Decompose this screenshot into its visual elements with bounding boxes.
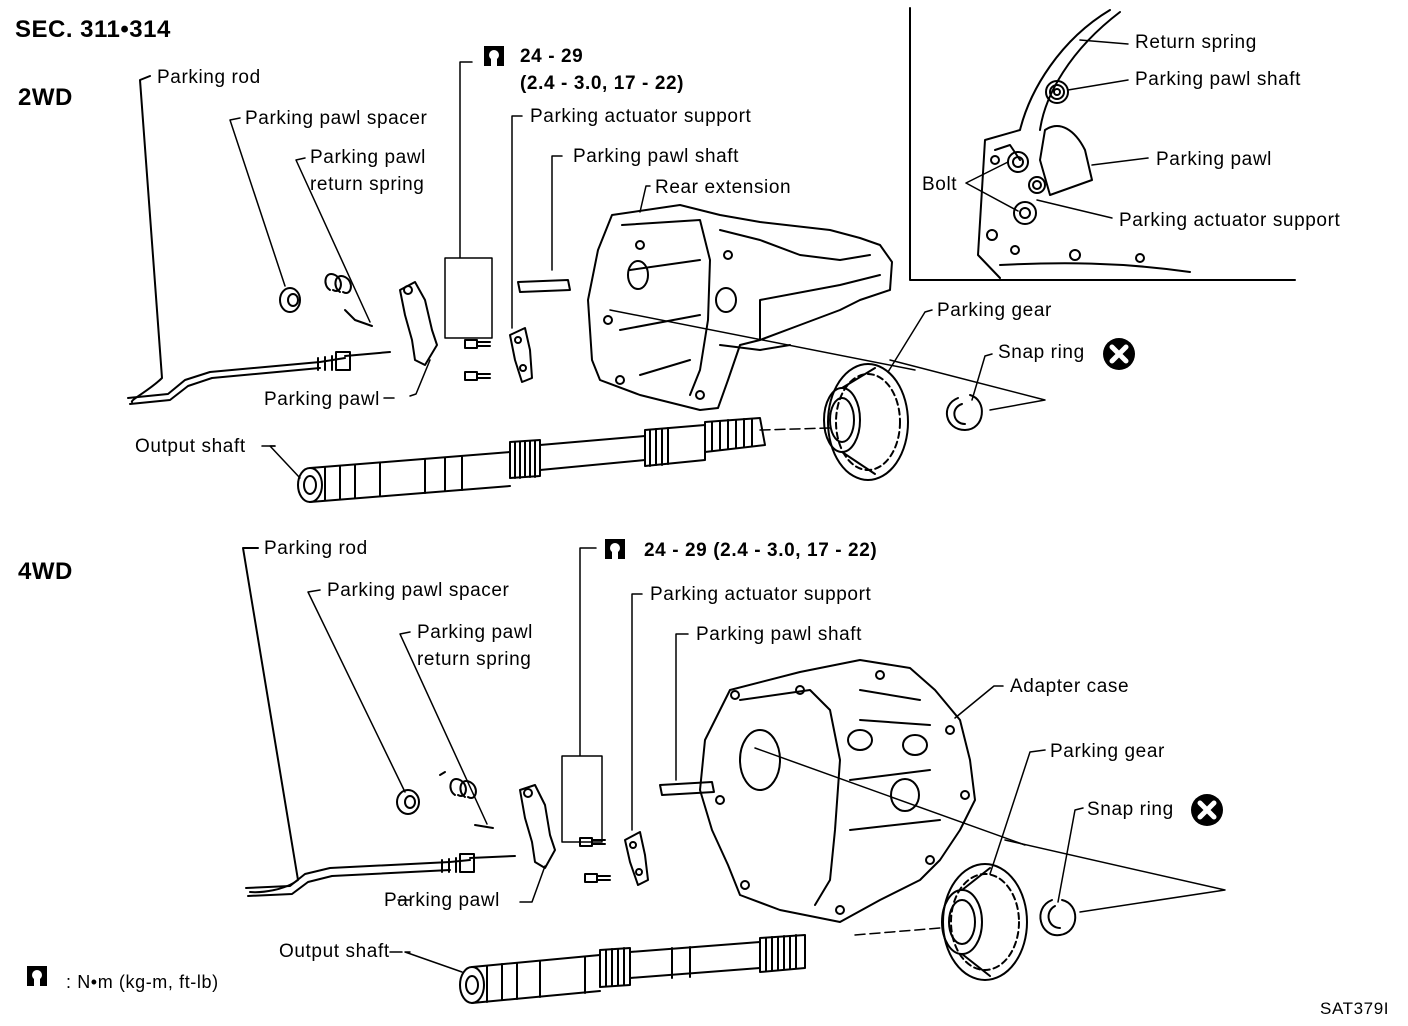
parking-pawl-label: Parking pawl <box>264 389 380 410</box>
parking-gear-label: Parking gear <box>937 300 1052 321</box>
4wd-actuator-support-label: Parking actuator support <box>650 584 872 605</box>
torque-wrench-icon <box>605 539 625 561</box>
return-spring-label-line1: Parking pawl <box>310 147 426 168</box>
parking-rod-label: Parking rod <box>157 67 261 88</box>
adapter-case-label: Adapter case <box>1010 676 1130 697</box>
4wd-parking-gear-label: Parking gear <box>1050 741 1165 762</box>
section-number: SEC. 311•314 <box>15 16 171 43</box>
torque-wrench-icon <box>27 966 47 988</box>
torque-spec-line1: 24 - 29 <box>520 46 584 67</box>
4wd-pawl-spacer-label: Parking pawl spacer <box>327 580 510 601</box>
do-not-reuse-icon <box>1191 794 1223 826</box>
figure-code: SAT379I <box>1320 999 1390 1018</box>
inset-bolt-label: Bolt <box>922 174 958 195</box>
2wd-title: 2WD <box>18 84 73 111</box>
4wd-torque-spec: 24 - 29 (2.4 - 3.0, 17 - 22) <box>644 540 878 561</box>
torque-wrench-icon <box>484 46 504 68</box>
4wd-snap-ring-label: Snap ring <box>1087 799 1174 820</box>
4wd-pawl-shaft-label: Parking pawl shaft <box>696 624 863 645</box>
units-legend: : N•m (kg-m, ft-lb) <box>66 972 219 992</box>
4wd-parking-rod-label: Parking rod <box>264 538 368 559</box>
inset-actuator-support-label: Parking actuator support <box>1119 210 1341 231</box>
rear-extension-label: Rear extension <box>655 177 792 198</box>
return-spring-label-line2: return spring <box>310 174 425 195</box>
inset-pawl-shaft-label: Parking pawl shaft <box>1135 69 1302 90</box>
actuator-support-label: Parking actuator support <box>530 106 752 127</box>
4wd-parking-pawl-label: Parking pawl <box>384 890 500 911</box>
torque-spec-line2: (2.4 - 3.0, 17 - 22) <box>520 73 685 94</box>
4wd-return-spring-label-line2: return spring <box>417 649 532 670</box>
4wd-return-spring-label-line1: Parking pawl <box>417 622 533 643</box>
output-shaft-label: Output shaft <box>135 436 246 457</box>
4wd-output-shaft-label: Output shaft <box>279 941 390 962</box>
inset-detail <box>909 7 1296 281</box>
pawl-spacer-label: Parking pawl spacer <box>245 108 428 129</box>
inset-return-spring-label: Return spring <box>1135 32 1257 53</box>
pawl-shaft-label: Parking pawl shaft <box>573 146 740 167</box>
do-not-reuse-icon <box>1103 338 1135 370</box>
snap-ring-label: Snap ring <box>998 342 1085 363</box>
2wd-assembly <box>127 61 1046 503</box>
4wd-assembly <box>242 547 1226 1004</box>
4wd-title: 4WD <box>18 558 73 585</box>
inset-parking-pawl-label: Parking pawl <box>1156 149 1272 170</box>
